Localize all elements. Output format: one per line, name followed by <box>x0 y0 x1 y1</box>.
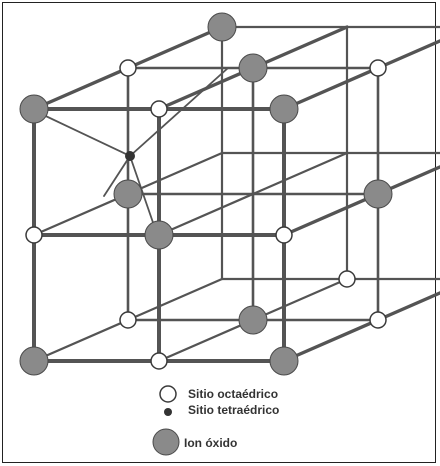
oxide-ion <box>19 94 49 124</box>
oxide-ion <box>207 12 237 42</box>
tetrahedral-bond <box>32 109 131 157</box>
octahedral-site <box>150 100 168 118</box>
octahedral-site <box>119 59 137 77</box>
legend: Sitio octaédrico Sitio tetraédrico Ion ó… <box>152 385 279 456</box>
oxide-ion <box>113 179 143 209</box>
oxide-ion <box>269 346 299 376</box>
legend-octahedral-symbol <box>159 385 177 403</box>
legend-oxide-label: Ion óxido <box>184 436 237 450</box>
lattice-atoms <box>19 12 393 376</box>
tetrahedral-site <box>125 151 135 161</box>
oxide-ion <box>363 179 393 209</box>
legend-tetrahedral-symbol <box>164 408 172 416</box>
tetrahedral-bond <box>129 67 229 157</box>
octahedral-site <box>150 352 168 370</box>
lattice-edge <box>157 151 349 237</box>
oxide-ion <box>238 305 268 335</box>
octahedral-site <box>25 226 43 244</box>
octahedral-site <box>275 226 293 244</box>
octahedral-site <box>369 311 387 329</box>
legend-tetrahedral-label: Sitio tetraédrico <box>188 403 279 417</box>
legend-oxide-symbol <box>152 428 180 456</box>
octahedral-site <box>119 311 137 329</box>
legend-octahedral-label: Sitio octaédrico <box>188 387 278 401</box>
oxide-ion <box>144 220 174 250</box>
diagram-frame <box>2 2 436 463</box>
octahedral-site <box>338 270 356 288</box>
tetrahedral-bond <box>103 155 131 197</box>
oxide-ion <box>238 53 268 83</box>
oxide-ion <box>19 346 49 376</box>
oxide-ion <box>269 94 299 124</box>
octahedral-site <box>369 59 387 77</box>
